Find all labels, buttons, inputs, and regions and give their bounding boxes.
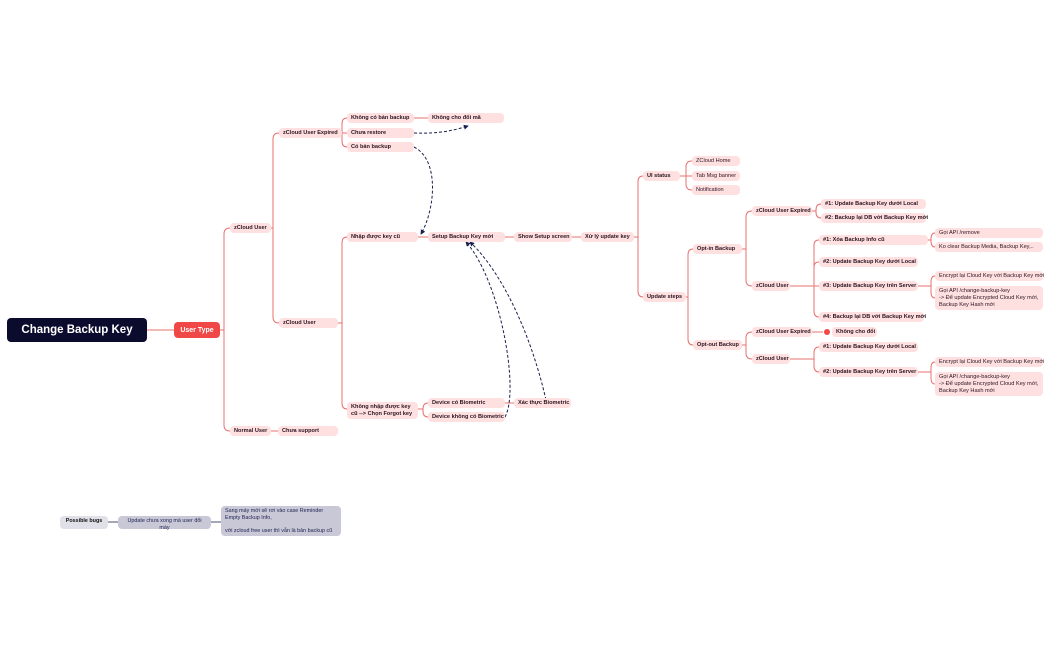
ui-status-item[interactable]: Notification — [692, 185, 740, 195]
opt-in-expired-node[interactable]: zCloud User Expired — [752, 206, 812, 216]
update-steps-node[interactable]: Update steps — [643, 292, 686, 302]
device-without-biometric-node[interactable]: Device không có Biometric — [428, 412, 505, 422]
opt-in-backup-node[interactable]: Opt-in Backup — [693, 244, 742, 254]
opt-in-active-node[interactable]: zCloud User — [752, 281, 790, 291]
opt-out-active-node[interactable]: zCloud User — [752, 354, 790, 364]
root-node[interactable]: Change Backup Key — [7, 318, 147, 342]
no-change-key-node[interactable]: Không cho đổi mã — [428, 113, 504, 123]
entered-old-key-node[interactable]: Nhập được key cũ — [347, 232, 418, 242]
status-dot-icon — [824, 329, 830, 335]
ui-status-item[interactable]: ZCloud Home — [692, 156, 740, 166]
opt-out-backup-node[interactable]: Opt-out Backup — [693, 340, 742, 350]
user-type-node[interactable]: User Type — [174, 322, 220, 338]
no-change-allowed-node[interactable]: Không cho đổi — [832, 327, 877, 337]
biometric-auth-node[interactable]: Xác thực Biometric — [514, 398, 571, 408]
zcloud-user-node[interactable]: zCloud User — [230, 223, 271, 233]
opt-out-api-node[interactable]: Gọi API /change-backup-key -> Để update … — [935, 372, 1043, 396]
opt-out-encrypt-node[interactable]: Encrypt lại Cloud Key với Backup Key mới — [935, 357, 1044, 367]
opt-out-expired-node[interactable]: zCloud User Expired — [752, 327, 812, 337]
dashed-edges — [413, 124, 547, 418]
not-restored-node[interactable]: Chưa restore — [347, 128, 414, 138]
change-backup-key-api-node[interactable]: Gọi API /change-backup-key -> Để update … — [935, 286, 1043, 310]
show-setup-screen-node[interactable]: Show Setup screen — [514, 232, 572, 242]
opt-out-active-step-2[interactable]: #2: Update Backup Key trên Server — [819, 367, 918, 377]
bug-detail-node[interactable]: Sang máy mới sẽ rơi vào case Reminder Em… — [221, 506, 341, 536]
opt-in-active-step-3[interactable]: #3: Update Backup Key trên Server — [819, 281, 918, 291]
possible-bugs-node[interactable]: Possible bugs — [60, 516, 108, 529]
opt-in-expired-step-1[interactable]: #1: Update Backup Key dưới Local — [821, 199, 926, 209]
encrypt-cloud-key-node[interactable]: Encrypt lại Cloud Key với Backup Key mới — [935, 271, 1044, 281]
device-with-biometric-node[interactable]: Device có Biometric — [428, 398, 505, 408]
setup-new-key-node[interactable]: Setup Backup Key mới — [428, 232, 505, 242]
not-supported-node[interactable]: Chưa support — [278, 426, 338, 436]
no-backup-node[interactable]: Không có bản backup — [347, 113, 414, 123]
remove-api-node[interactable]: Gọi API /remove — [935, 228, 1043, 238]
forgot-key-node[interactable]: Không nhập được key cũ --> Chọn Forgot k… — [347, 402, 418, 419]
ui-status-item[interactable]: Tab Msg banner — [692, 171, 740, 181]
opt-out-active-step-1[interactable]: #1: Update Backup Key dưới Local — [819, 342, 918, 352]
zcloud-user-active-node[interactable]: zCloud User — [279, 318, 338, 328]
has-backup-node[interactable]: Có bản backup — [347, 142, 414, 152]
zcloud-user-expired-node[interactable]: zCloud User Expired — [279, 128, 342, 138]
ui-status-node[interactable]: UI status — [643, 171, 680, 181]
no-clear-media-node[interactable]: Ko clear Backup Media, Backup Key,.. — [935, 242, 1043, 252]
opt-in-expired-step-2[interactable]: #2: Backup lại DB với Backup Key mới — [821, 213, 928, 223]
opt-in-active-step-4[interactable]: #4: Backup lại DB với Backup Key mới — [819, 312, 926, 322]
process-update-key-node[interactable]: Xử lý update key — [581, 232, 634, 242]
solid-edges — [147, 117, 936, 432]
opt-in-active-step-2[interactable]: #2: Update Backup Key dưới Local — [819, 257, 918, 267]
opt-in-active-step-1[interactable]: #1: Xóa Backup Info cũ — [819, 235, 928, 245]
normal-user-node[interactable]: Normal User — [230, 426, 272, 436]
bug-item-node[interactable]: Update chưa xong mà user đổi máy — [118, 516, 211, 531]
